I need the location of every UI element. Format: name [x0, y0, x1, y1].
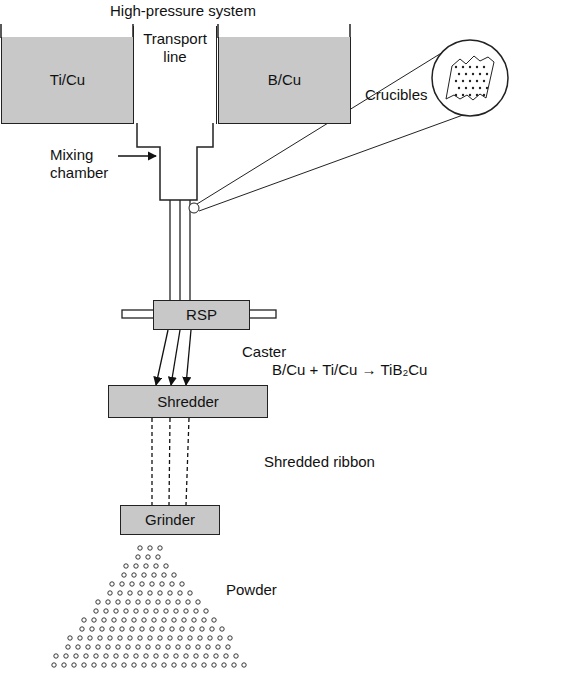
reaction-equation: B/Cu + Ti/Cu → TiB₂Cu	[272, 361, 427, 379]
particle-dots	[455, 66, 488, 96]
part-label: Caster	[242, 343, 286, 361]
dashed-connector	[186, 418, 189, 505]
diagram-title: High-pressure system	[110, 2, 256, 20]
transport-line: Transport line	[133, 26, 217, 124]
node-text: Shredder	[157, 393, 219, 411]
crucible: Ti/Cu	[1, 37, 134, 124]
ribbon-streams	[170, 200, 190, 300]
caster-box: RSP	[153, 300, 250, 330]
dashed-connector	[169, 418, 170, 505]
process-box: Grinder	[120, 505, 220, 535]
arrow-connector	[171, 330, 180, 385]
stage-label: Shredded ribbon	[264, 453, 375, 471]
mixing-chamber	[137, 123, 213, 200]
group-label: Crucibles	[365, 86, 428, 104]
leader-arrow	[118, 155, 156, 156]
crucible: B/Cu	[218, 37, 351, 124]
arrow-connector	[156, 330, 168, 385]
dashed-connector	[151, 418, 152, 505]
part-label: Mixing chamber	[50, 146, 116, 182]
node-text: RSP	[186, 306, 217, 324]
node-text: Grinder	[145, 511, 195, 529]
node-text: Transport line	[134, 30, 216, 66]
powder-pile	[52, 546, 246, 667]
product-label: Powder	[226, 581, 277, 599]
process-box: Shredder	[108, 385, 268, 418]
node-text: Ti/Cu	[50, 71, 85, 89]
arrow-connector	[186, 330, 191, 385]
node-text: B/Cu	[268, 71, 301, 89]
